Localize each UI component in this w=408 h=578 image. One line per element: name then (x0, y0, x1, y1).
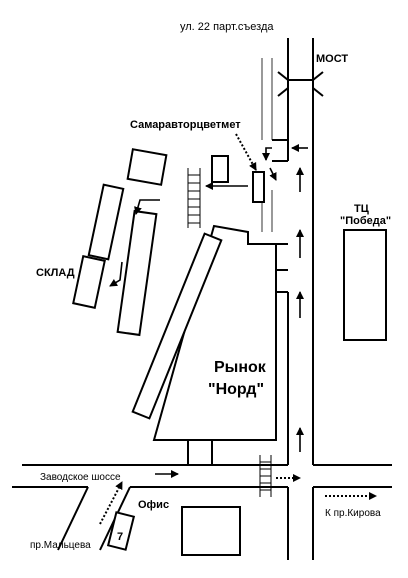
arrow-icon-turn (262, 147, 272, 161)
roads (12, 38, 392, 560)
mall-building (343, 229, 387, 341)
market-label-line2: "Норд" (208, 381, 264, 398)
warehouse-label: СКЛАД (36, 267, 75, 279)
company-building-small (211, 155, 229, 183)
market-gate (187, 439, 213, 466)
crosswalk-highway (259, 455, 272, 497)
bridge-icon-right (312, 71, 324, 97)
arrow-icon-leader (235, 133, 257, 171)
arrow-icon-east (269, 167, 277, 181)
labels: ул. 22 парт.съезда МОСТ Самаравторцветме… (30, 21, 391, 551)
company-building (252, 171, 265, 203)
company-label: Самаравторцветмет (130, 119, 241, 131)
market-strip (131, 232, 223, 420)
market-building (152, 224, 277, 441)
bridge-label: МОСТ (316, 53, 348, 65)
service-lines (261, 58, 273, 232)
arrow-icon-turn (134, 199, 160, 215)
mall-label-line2: "Победа" (340, 215, 391, 227)
office-building (106, 511, 136, 551)
crosswalk-warehouse (187, 168, 201, 228)
to-kirova-label: К пр.Кирова (325, 508, 381, 519)
crosswalks (187, 168, 272, 497)
street-top-label: ул. 22 парт.съезда (180, 21, 274, 33)
bridge-icon (277, 71, 289, 97)
office-number-label: 7 (117, 531, 123, 543)
office-label: Офис (138, 499, 169, 511)
market-label-line1: Рынок (214, 359, 267, 376)
arrows (109, 144, 308, 478)
warehouse-building-small (72, 255, 106, 309)
highway-label: Заводское шоссе (40, 472, 121, 483)
dotted-arrows (99, 133, 377, 525)
mall-label-line1: ТЦ (354, 203, 369, 215)
warehouse-building-long (87, 183, 125, 261)
maltseva-road-left (57, 486, 89, 551)
arrow-icon-turn (109, 261, 123, 287)
maltseva-label: пр.Мальцева (30, 540, 91, 551)
office-building-large (181, 506, 241, 556)
warehouse-building-top (126, 148, 168, 186)
buildings (72, 148, 387, 556)
warehouse-building-right (116, 209, 158, 337)
